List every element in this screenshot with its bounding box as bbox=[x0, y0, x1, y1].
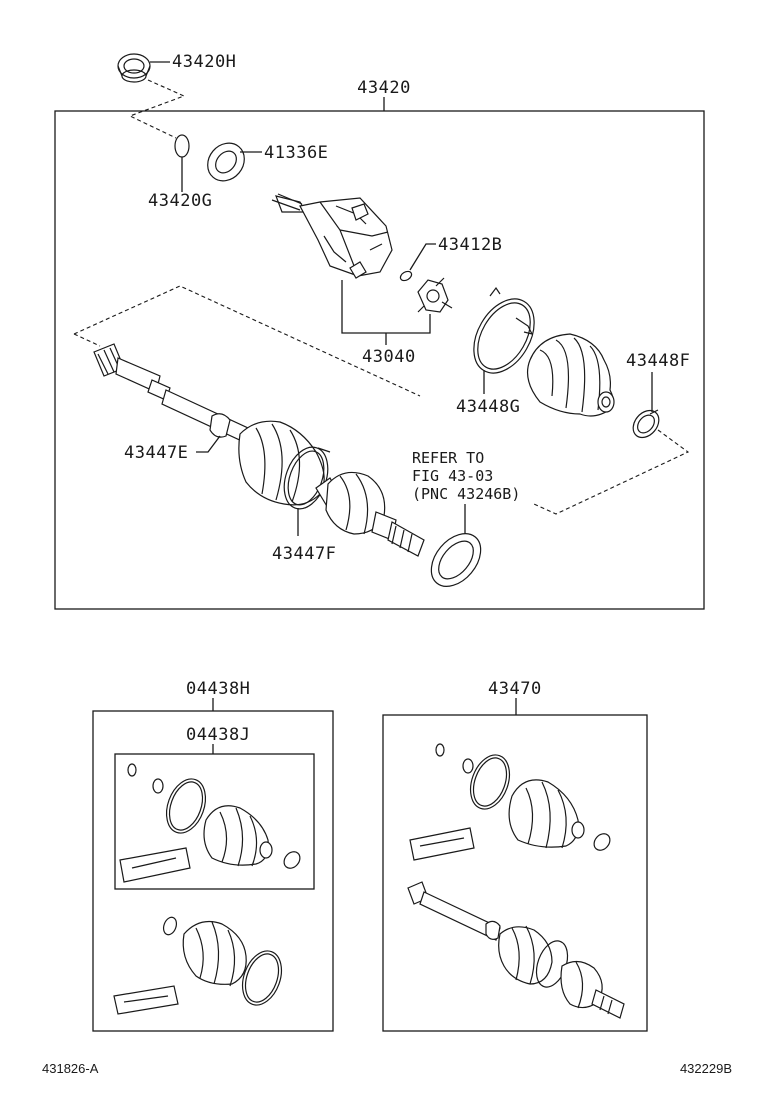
assembly-box-43420 bbox=[54, 110, 705, 610]
inboard-boot[interactable] bbox=[527, 333, 615, 417]
kit-04438J-parts[interactable] bbox=[119, 763, 303, 883]
refer-note-line-3: (PNC 43246B) bbox=[412, 485, 520, 503]
label-43447E: 43447E bbox=[124, 443, 188, 463]
washer-41336E[interactable] bbox=[200, 136, 252, 188]
label-43420H: 43420H bbox=[172, 52, 236, 72]
kit-box-04438H bbox=[92, 710, 334, 1032]
inboard-joint-43040[interactable] bbox=[271, 193, 393, 279]
dashed-outline-shaft bbox=[73, 285, 421, 397]
refer-note-line-1: REFER TO bbox=[412, 449, 484, 467]
footer-left-code: 431826-A bbox=[42, 1061, 99, 1076]
label-43412B: 43412B bbox=[438, 235, 502, 255]
kit-box-43470 bbox=[382, 714, 648, 1032]
label-43447F: 43447F bbox=[272, 544, 336, 564]
label-43448F: 43448F bbox=[626, 351, 690, 371]
label-43448G: 43448G bbox=[456, 397, 520, 417]
label-43420: 43420 bbox=[357, 78, 411, 98]
label-04438H: 04438H bbox=[186, 679, 250, 699]
tripod-joint[interactable] bbox=[417, 277, 453, 313]
kit-04438H-parts[interactable] bbox=[113, 915, 288, 1015]
kit-43470-parts[interactable] bbox=[407, 743, 625, 1019]
label-04438J: 04438J bbox=[186, 725, 250, 745]
kit-box-04438J bbox=[114, 753, 315, 890]
clip-43412B[interactable] bbox=[399, 270, 413, 283]
dashed-leader-43420H bbox=[128, 79, 186, 139]
label-41336E: 41336E bbox=[264, 143, 328, 163]
label-43420G: 43420G bbox=[148, 191, 212, 211]
outboard-joint[interactable] bbox=[315, 471, 425, 557]
label-43040: 43040 bbox=[362, 347, 416, 367]
snap-ring-43420G[interactable] bbox=[174, 134, 190, 158]
boot-band-43448F[interactable] bbox=[628, 405, 664, 442]
seal-ring[interactable] bbox=[421, 524, 490, 596]
seal-43420H[interactable] bbox=[117, 53, 151, 83]
label-43470: 43470 bbox=[488, 679, 542, 699]
footer-right-code: 432229B bbox=[680, 1061, 732, 1076]
drive-shaft[interactable] bbox=[93, 343, 249, 443]
refer-note-line-2: FIG 43-03 bbox=[412, 467, 493, 485]
outboard-boot[interactable] bbox=[238, 420, 325, 506]
